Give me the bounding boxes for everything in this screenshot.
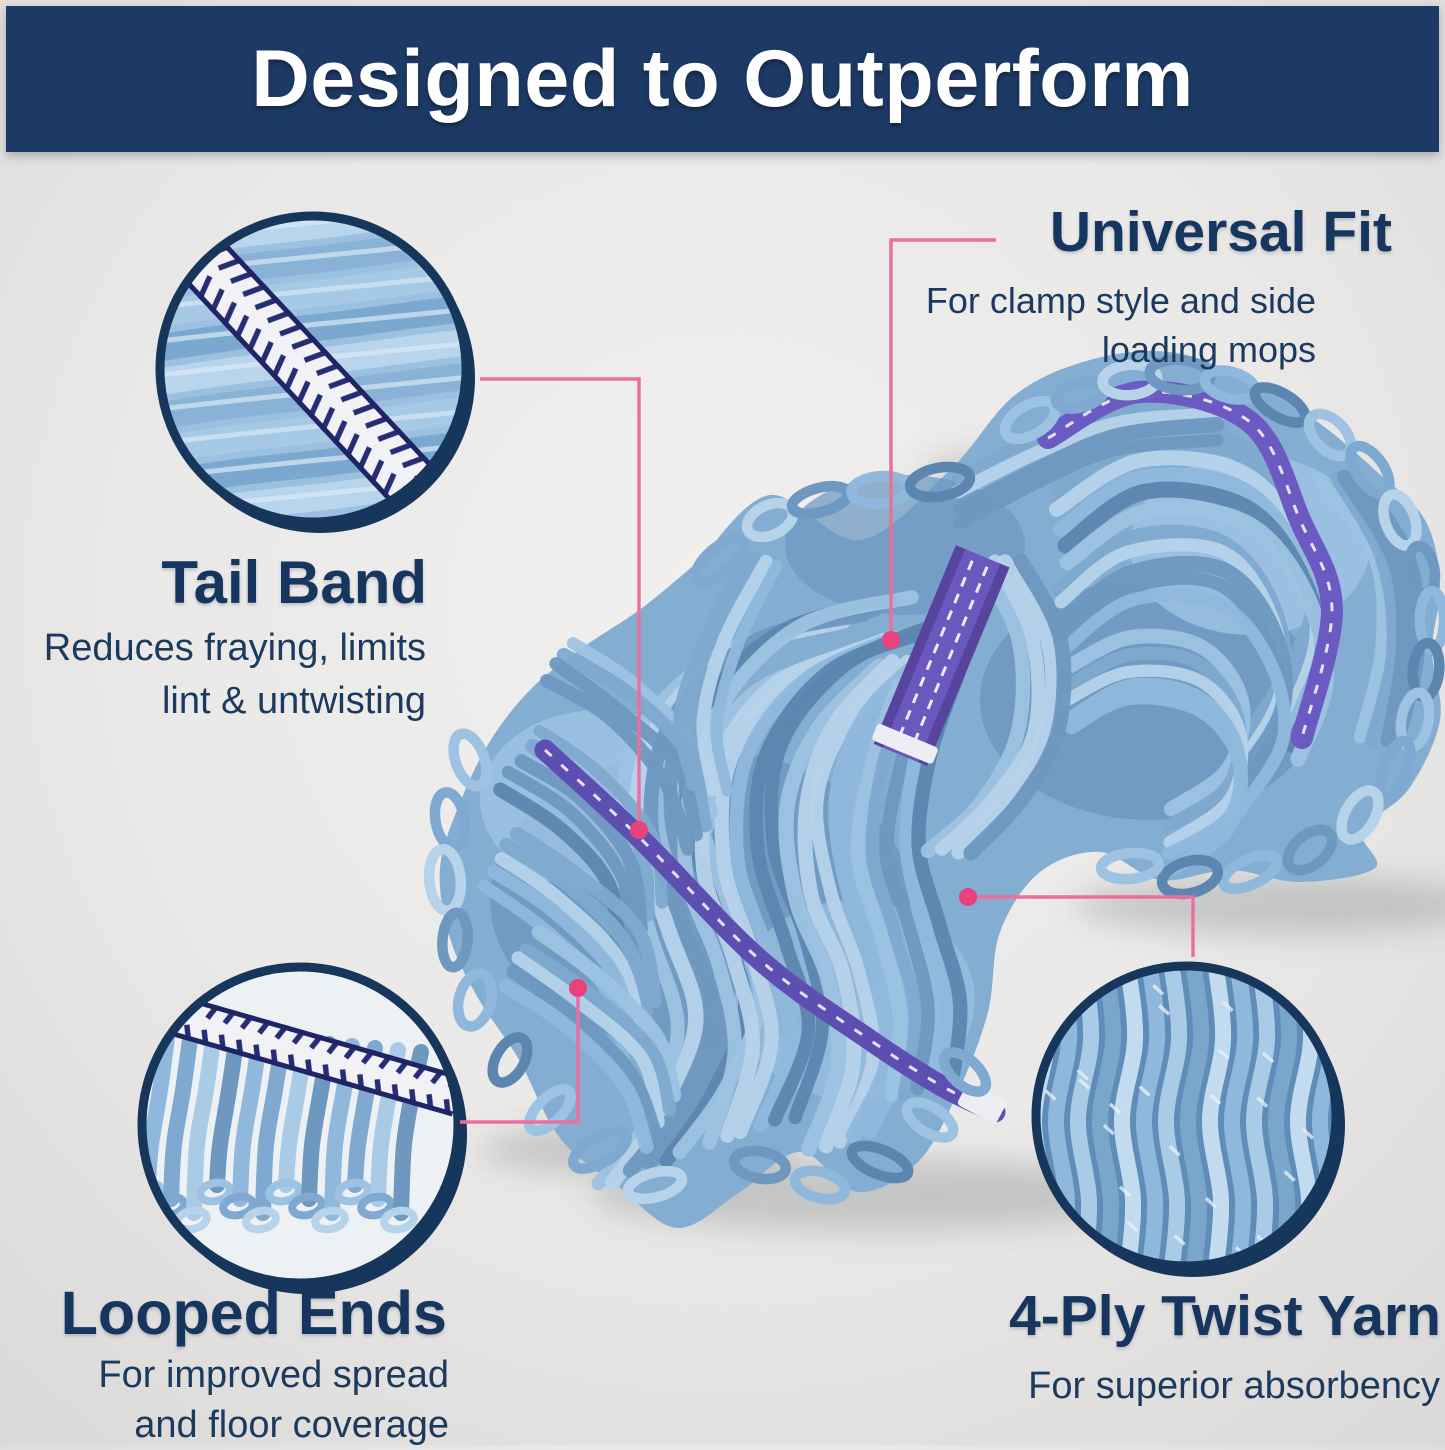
universal-fit-callout-dot <box>882 631 900 649</box>
universal-fit-desc-line2: loading mops <box>1101 329 1316 370</box>
universal-fit-callout-line <box>889 238 996 640</box>
looped-ends-desc: For improved spread and floor coverage <box>98 1350 449 1450</box>
four-ply-callout-dot <box>959 888 977 906</box>
four-ply-desc-line1: For superior absorbency <box>1028 1365 1440 1407</box>
tail-band-callout-line <box>480 377 641 830</box>
mop-photo <box>423 350 1445 1229</box>
tail-band-block: Tail Band <box>161 551 427 614</box>
looped-ends-block: Looped Ends <box>61 1281 447 1345</box>
mop-looped-fringe <box>423 354 1445 1205</box>
looped-ends-desc-line2: and floor coverage <box>134 1404 449 1446</box>
universal-fit-block: Universal Fit <box>1049 200 1392 264</box>
tail-band-desc: Reduces fraying, limits lint & untwistin… <box>44 622 426 728</box>
looped-ends-callout-line <box>460 988 580 1124</box>
four-ply-block: 4-Ply Twist Yarn <box>1009 1284 1441 1348</box>
universal-fit-desc: For clamp style and side loading mops <box>926 276 1316 374</box>
header-banner: Designed to Outperform <box>6 6 1439 152</box>
header-title: Designed to Outperform <box>251 33 1194 124</box>
tail-band-desc-line2: lint & untwisting <box>161 680 426 722</box>
looped-ends-callout-dot <box>569 979 587 997</box>
tail-band-desc-line1: Reduces fraying, limits <box>43 627 426 669</box>
tail-band-closeup-circle <box>155 211 475 533</box>
looped-ends-title: Looped Ends <box>60 1279 447 1347</box>
looped-ends-desc-line1: For improved spread <box>98 1354 449 1396</box>
four-ply-closeup-circle <box>1031 961 1345 1277</box>
looped-ends-closeup-circle <box>137 962 467 1294</box>
tail-band-callout-dot <box>630 821 648 839</box>
four-ply-callout-line <box>968 895 1195 957</box>
universal-fit-desc-line1: For clamp style and side <box>925 280 1316 321</box>
universal-fit-title: Universal Fit <box>1049 200 1392 264</box>
callout-lines <box>460 238 1195 1124</box>
four-ply-desc: For superior absorbency <box>1028 1361 1440 1411</box>
tail-band-title: Tail Band <box>161 549 427 616</box>
four-ply-title: 4-Ply Twist Yarn <box>1009 1284 1441 1348</box>
